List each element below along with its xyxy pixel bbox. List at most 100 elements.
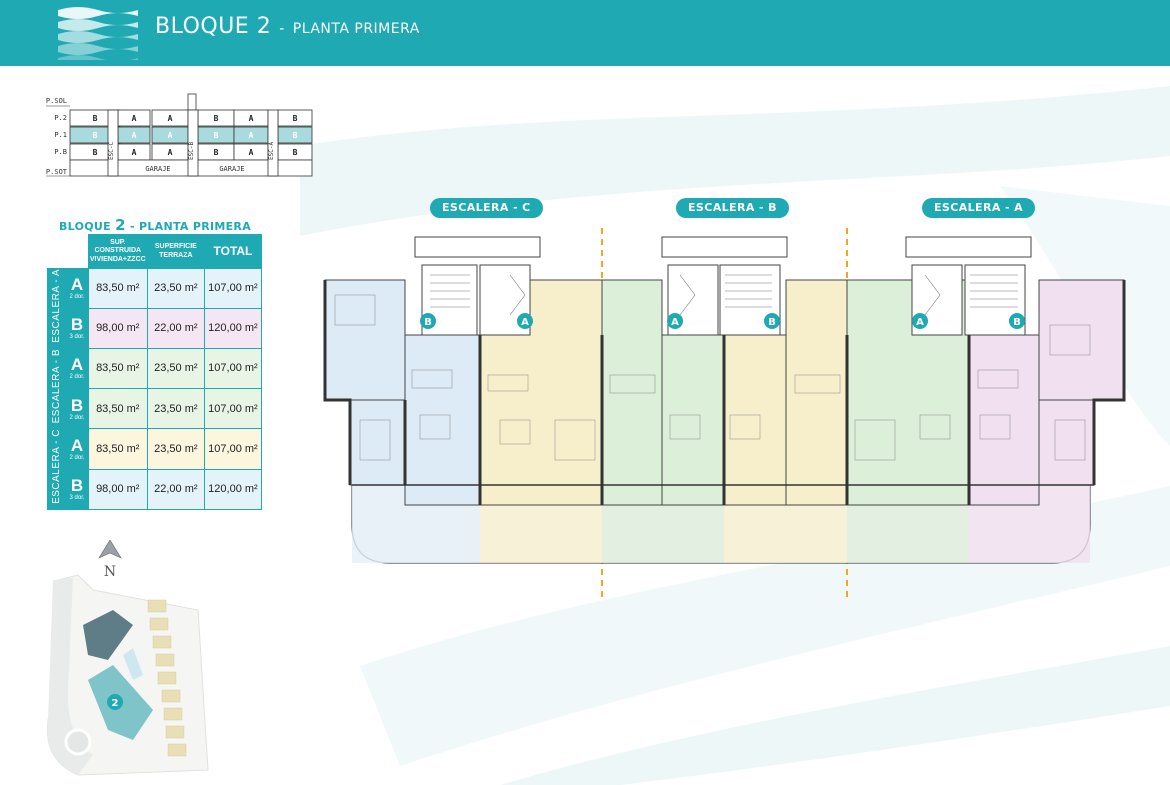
svg-text:B: B bbox=[1013, 317, 1021, 328]
section-cell-label: A bbox=[168, 131, 173, 140]
ter-value: 22,00 m² bbox=[146, 307, 205, 349]
stair-col-b: ESC-B bbox=[187, 109, 199, 177]
north-label: N bbox=[104, 564, 116, 580]
section-cell-label: B bbox=[293, 114, 298, 123]
svg-text:A: A bbox=[521, 317, 529, 328]
total-value: 107,00 m² bbox=[203, 387, 263, 430]
section-cell-label: B bbox=[214, 131, 219, 140]
svg-text:A: A bbox=[671, 317, 679, 328]
block-number: 2 bbox=[112, 698, 119, 709]
total-value: 120,00 m² bbox=[203, 307, 263, 349]
page-title: BLOQUE 2 - PLANTA PRIMERA bbox=[155, 14, 420, 39]
stair-label-b: ESC-B bbox=[188, 142, 195, 160]
ter-value: 23,50 m² bbox=[146, 428, 205, 470]
stair-col-c: ESC-C bbox=[107, 109, 119, 177]
svg-text:B: B bbox=[768, 317, 776, 328]
ter-value: 23,50 m² bbox=[146, 347, 205, 389]
section-cell-label: A bbox=[132, 131, 137, 140]
brand-logo-icon bbox=[58, 7, 138, 60]
floor-plan: B A A B A B bbox=[323, 225, 1126, 600]
section-cell-label: A bbox=[249, 114, 254, 123]
level-label-psot: P.SOT bbox=[46, 168, 68, 176]
sup-value: 98,00 m² bbox=[87, 468, 148, 511]
svg-text:B: B bbox=[424, 317, 432, 328]
section-cell-label: A bbox=[168, 148, 173, 157]
north-arrow-icon: N bbox=[98, 540, 122, 580]
title-sub: PLANTA PRIMERA bbox=[292, 21, 420, 37]
site-map: 2 bbox=[46, 574, 209, 776]
section-cell-label: B bbox=[214, 148, 219, 157]
total-value: 107,00 m² bbox=[203, 268, 263, 309]
ter-value: 23,50 m² bbox=[146, 268, 205, 309]
stair-core-b bbox=[661, 236, 788, 336]
section-cell-label: A bbox=[132, 114, 137, 123]
table-title: BLOQUE 2 - PLANTA PRIMERA bbox=[48, 216, 262, 234]
unit-marker-6: B bbox=[1009, 313, 1025, 329]
section-cell-label: A bbox=[249, 131, 254, 140]
total-value: 120,00 m² bbox=[203, 468, 263, 511]
unit-marker-4: B bbox=[764, 313, 780, 329]
ter-value: 23,50 m² bbox=[146, 387, 205, 430]
group-label-c: ESCALERA - C bbox=[46, 428, 67, 511]
total-value: 107,00 m² bbox=[203, 428, 263, 470]
total-value: 107,00 m² bbox=[203, 347, 263, 389]
stair-pill-b: ESCALERA - B bbox=[676, 198, 789, 218]
section-cell-label: B bbox=[293, 148, 298, 157]
sup-value: 83,50 m² bbox=[87, 268, 148, 309]
table-title-prefix: BLOQUE bbox=[58, 220, 111, 233]
stair-pill-a: ESCALERA - A bbox=[922, 198, 1036, 218]
unit-marker-2: A bbox=[517, 313, 533, 329]
section-cell-label: B bbox=[214, 114, 219, 123]
stair-label-c: ESC-C bbox=[108, 142, 115, 160]
section-cell-label: B bbox=[93, 148, 98, 157]
title-sep: - bbox=[279, 21, 285, 37]
section-cell-label: A bbox=[249, 148, 254, 157]
sup-value: 83,50 m² bbox=[87, 347, 148, 389]
header-total: TOTAL bbox=[203, 234, 263, 269]
furniture-hints bbox=[334, 294, 1091, 461]
table-title-suffix: - PLANTA PRIMERA bbox=[129, 220, 252, 233]
stair-label-a: ESC-A bbox=[268, 142, 275, 160]
title-main: BLOQUE 2 bbox=[155, 14, 272, 39]
neighbour-buildings bbox=[147, 599, 187, 757]
unit-marker-3: A bbox=[667, 313, 683, 329]
garage-label-2: GARAJE bbox=[219, 165, 244, 173]
sup-value: 83,50 m² bbox=[87, 428, 148, 470]
block-marker bbox=[107, 694, 123, 710]
level-label-p2: P.2 bbox=[54, 114, 67, 122]
group-label-a: ESCALERA - A bbox=[46, 268, 67, 349]
section-cell-label: B bbox=[93, 131, 98, 140]
svg-text:A: A bbox=[916, 317, 924, 328]
sup-value: 98,00 m² bbox=[87, 307, 148, 349]
level-label-pb: P.B bbox=[54, 148, 67, 156]
unit-marker-1: B bbox=[420, 313, 436, 329]
garage-label-1: GARAJE bbox=[145, 165, 170, 173]
section-cell-label: B bbox=[293, 131, 298, 140]
table-title-num: 2 bbox=[115, 216, 126, 234]
building-block-1 bbox=[83, 610, 133, 660]
unit-marker-5: A bbox=[912, 313, 928, 329]
ter-value: 22,00 m² bbox=[146, 468, 205, 511]
section-cell-label: A bbox=[168, 114, 173, 123]
section-cell-label: A bbox=[132, 148, 137, 157]
sup-value: 83,50 m² bbox=[87, 387, 148, 430]
